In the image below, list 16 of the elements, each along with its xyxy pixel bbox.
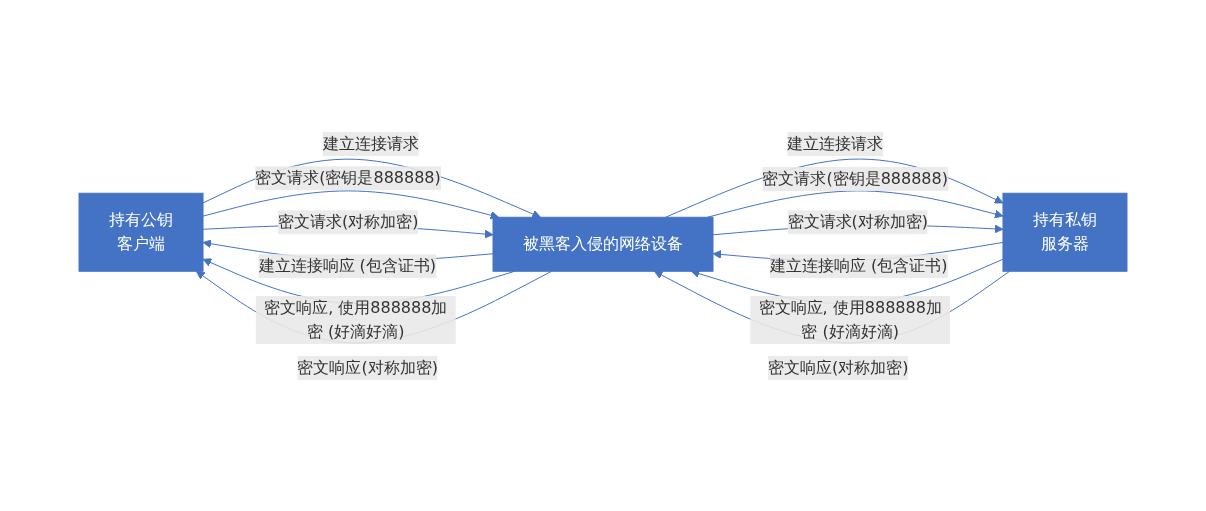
edge-label: 密文响应(对称加密): [768, 357, 909, 377]
node-box: 持有私钥 服务器: [1002, 192, 1128, 272]
node-box: 持有公钥 客户端: [78, 192, 204, 272]
edge-label: 密文请求(对称加密): [787, 211, 929, 231]
edge-label: 密文请求(密钥是888888): [255, 167, 441, 187]
edge-label: 密文请求(密钥是888888): [762, 168, 948, 188]
edge-label: 密文响应, 使用888888加密 (好滴好滴): [758, 297, 942, 341]
edge-label: 密文响应(对称加密): [297, 357, 438, 377]
arrow: [202, 189, 500, 220]
edge-label: 密文响应, 使用888888加密 (好滴好滴): [264, 297, 448, 341]
edge-label: 建立连接请求: [322, 133, 419, 153]
edge-label: 密文请求(对称加密): [277, 211, 419, 231]
edge-label: 建立连接响应 (包含证书): [769, 255, 948, 275]
node-box: 被黑客入侵的网络设备: [492, 216, 714, 272]
edge-label: 建立连接响应 (包含证书): [258, 255, 437, 275]
edge-label: 建立连接请求: [787, 133, 884, 153]
